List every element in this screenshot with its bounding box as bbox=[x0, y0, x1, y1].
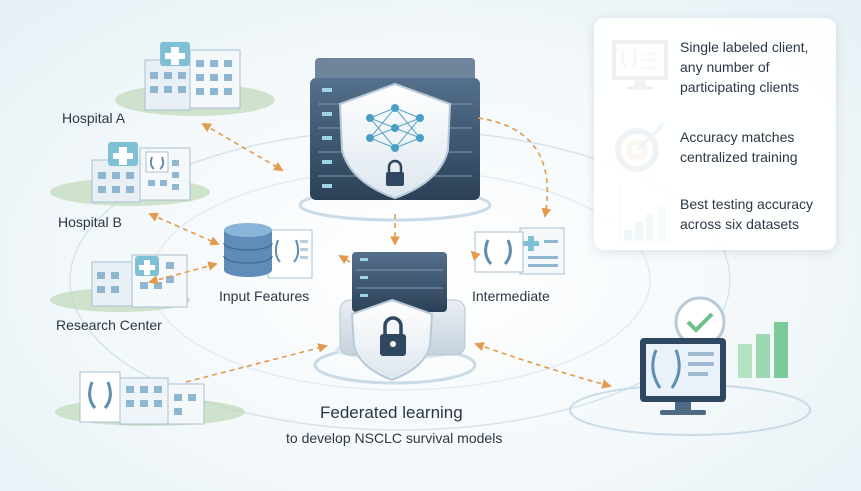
hospital-a-icon bbox=[115, 42, 275, 116]
secure-server-icon bbox=[335, 252, 466, 382]
input-features-label: Input Features bbox=[219, 288, 310, 304]
key-points-card bbox=[594, 18, 836, 250]
results-dashboard-icon bbox=[640, 296, 788, 415]
key-point-best-testing: Best testing accuracy across six dataset… bbox=[680, 196, 814, 232]
chart-bars bbox=[738, 322, 788, 378]
aggregation-server-icon bbox=[310, 58, 480, 200]
research-center-icon bbox=[50, 254, 190, 312]
intermediate-label: Intermediate bbox=[472, 288, 550, 304]
intermediate-icon bbox=[474, 227, 565, 275]
hospital-b-icon bbox=[50, 142, 210, 206]
research-center-label: Research Center bbox=[56, 317, 162, 333]
client-lung-scan-icon bbox=[55, 371, 245, 426]
caption-subtitle: to develop NSCLC survival models bbox=[286, 430, 503, 446]
key-point-accuracy: Accuracy matches centralized training bbox=[680, 129, 798, 165]
hospital-a-label: Hospital A bbox=[62, 110, 126, 126]
caption-title: Federated learning bbox=[320, 403, 463, 422]
key-point-single-client: Single labeled client, any number of par… bbox=[680, 39, 809, 95]
data-flow-arrows bbox=[148, 117, 612, 389]
input-features-icon bbox=[223, 223, 313, 279]
hospital-b-label: Hospital B bbox=[58, 214, 122, 230]
